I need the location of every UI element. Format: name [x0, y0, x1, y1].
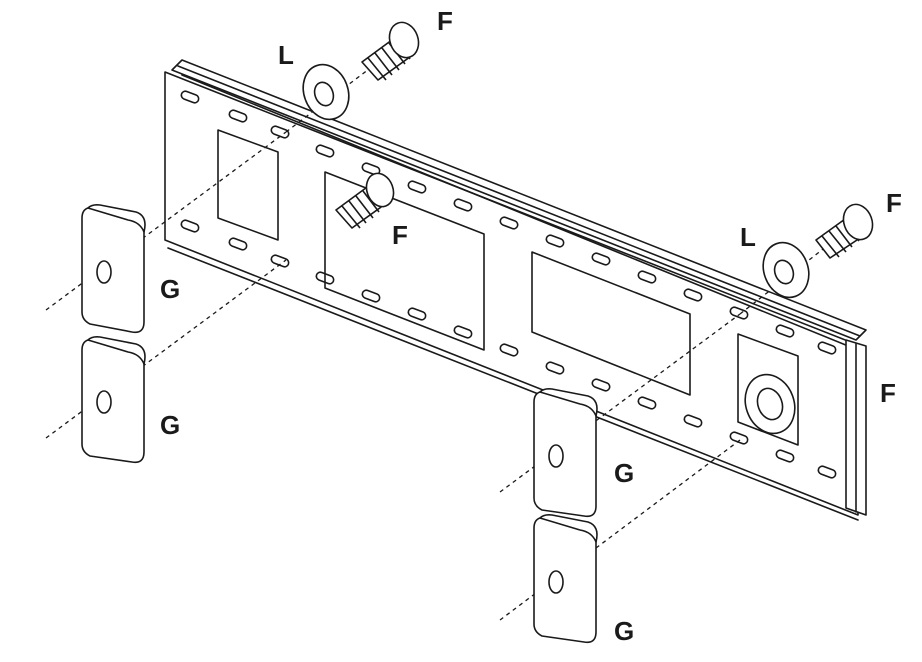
- screw-middle: [335, 172, 395, 229]
- label-spacer-left-upper: G: [160, 274, 180, 304]
- spacer-right-lower: [533, 514, 598, 644]
- washer-in-window: [744, 373, 796, 435]
- label-screw-middle: F: [392, 220, 408, 250]
- label-screw-top: F: [437, 6, 453, 36]
- plate-slots-lower: [180, 219, 837, 479]
- label-spacer-right-upper: G: [614, 458, 634, 488]
- screw-top: [361, 21, 420, 81]
- plate-window-3: [531, 251, 691, 396]
- plate-window-2: [324, 171, 485, 351]
- label-screw-right: F: [886, 188, 902, 218]
- washer-top-left: [302, 63, 350, 121]
- label-washer-right: L: [740, 222, 756, 252]
- washer-right: [762, 241, 810, 299]
- spacer-left-upper: [81, 204, 146, 334]
- plate-window-1: [217, 129, 279, 241]
- spacer-left-lower: [81, 336, 146, 464]
- screw-right: [815, 203, 874, 259]
- wall-plate: [164, 59, 867, 521]
- spacer-right-upper: [533, 388, 598, 518]
- label-washer-top: L: [278, 40, 294, 70]
- plate-window-4: [737, 333, 799, 446]
- label-screw-window: F: [880, 378, 896, 408]
- plate-slots-upper: [180, 90, 837, 355]
- label-spacer-right-lower: G: [614, 616, 634, 646]
- label-spacer-left-lower: G: [160, 410, 180, 440]
